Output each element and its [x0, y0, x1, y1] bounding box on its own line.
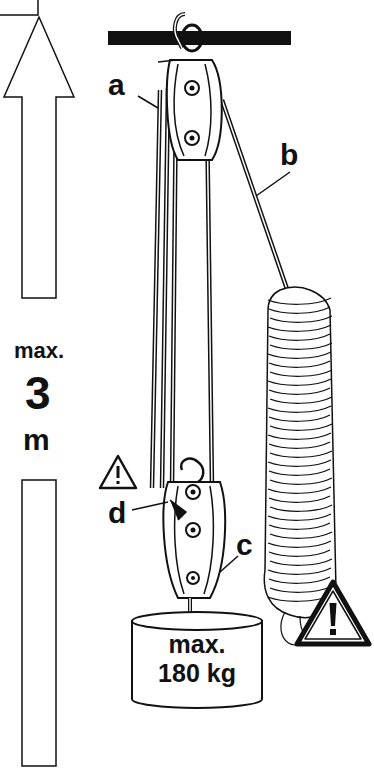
lower-pulley-block: [163, 459, 225, 598]
coil-winding: [269, 523, 330, 529]
callout-letter: b: [280, 140, 298, 170]
coil-winding: [268, 541, 331, 547]
coil-winding: [268, 352, 331, 358]
coil-winding: [269, 388, 330, 394]
height-limit-text: 3: [25, 370, 51, 416]
coil-winding: [270, 397, 332, 403]
leader-line: [220, 556, 238, 572]
coil-winding: [269, 307, 330, 313]
coil-winding: [268, 487, 331, 493]
coil-winding: [270, 559, 332, 565]
height-bar: [22, 480, 56, 766]
coil-winding: [269, 361, 330, 367]
coil-winding: [268, 568, 331, 574]
coil-winding: [270, 370, 332, 376]
frame-corner: [0, 0, 38, 15]
height-arrow: [4, 17, 74, 298]
height-limit-text: m: [23, 425, 50, 455]
coil-winding: [270, 505, 332, 511]
coil-winding: [268, 433, 331, 439]
coil-winding: [269, 469, 330, 475]
coil-winding: [268, 325, 331, 331]
callout-letter: a: [108, 70, 125, 100]
coil-winding: [268, 406, 331, 412]
load-weight: max. 180 kg: [130, 610, 264, 710]
warning-symbol: [297, 582, 369, 644]
ceiling-beam: [108, 31, 291, 45]
coil-winding: [269, 415, 330, 421]
coil-winding: [270, 532, 332, 538]
callout-letter: d: [108, 498, 126, 528]
coil-winding: [270, 316, 332, 322]
coil-winding: [268, 514, 331, 520]
coil-winding: [269, 334, 330, 340]
warning-symbol: [100, 456, 136, 488]
coil-winding: [270, 478, 332, 484]
leader-line: [256, 172, 290, 196]
upper-pulley-block: [158, 60, 222, 160]
coil-winding: [270, 343, 332, 349]
coil-winding: [268, 460, 331, 466]
coil-winding: [268, 379, 331, 385]
rope-coil: [264, 287, 336, 617]
leader-line: [132, 502, 168, 510]
coil-winding: [269, 577, 330, 583]
coil-winding: [269, 496, 330, 502]
coil-winding: [270, 586, 332, 592]
coil-winding: [269, 550, 330, 556]
leader-line: [138, 96, 158, 108]
load-limit-text: max. 180 kg: [147, 630, 247, 688]
height-limit-text: max.: [14, 340, 64, 362]
coil-winding: [269, 442, 330, 448]
coil-winding: [270, 451, 332, 457]
callout-letter: c: [236, 530, 253, 560]
hauling-rope: [222, 100, 288, 292]
coil-winding: [268, 298, 331, 304]
coil-winding: [270, 424, 332, 430]
